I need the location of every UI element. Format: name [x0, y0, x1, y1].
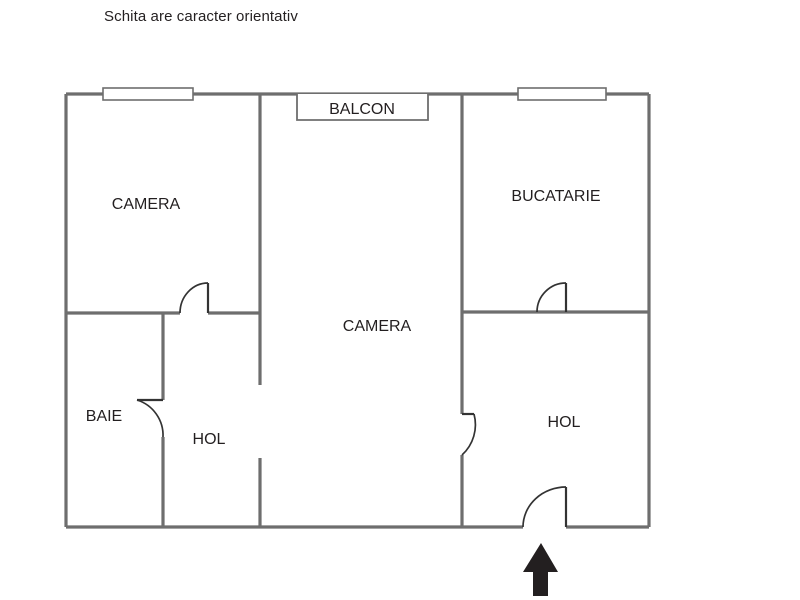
- balcony-outline: [296, 94, 429, 121]
- room-label-hol-right: HOL: [548, 414, 581, 431]
- door-arc-camera-top-left: [179, 282, 209, 314]
- room-label-hol-left: HOL: [193, 431, 226, 448]
- room-label-baie: BAIE: [86, 408, 122, 425]
- balcony: BALCON: [296, 94, 429, 121]
- door-bucatarie: [536, 282, 568, 313]
- page-title: Schita are caracter orientativ: [104, 8, 298, 25]
- door-arc-camera-center: [461, 413, 477, 456]
- room-labels: CAMERA BUCATARIE CAMERA BAIE HOL HOL: [86, 188, 601, 448]
- door-arc-entrance: [522, 486, 567, 528]
- entrance-arrow-shape: [523, 543, 558, 596]
- room-label-camera-top-left: CAMERA: [112, 196, 181, 213]
- window-bucatarie: [517, 87, 607, 101]
- door-camera-center-hol-right: [461, 412, 477, 456]
- door-entrance: [522, 486, 568, 528]
- door-camera-top-left: [179, 282, 210, 314]
- balcony-label: BALCON: [329, 101, 395, 118]
- interior-walls: [66, 94, 649, 527]
- doors: [136, 282, 568, 528]
- door-arc-bucatarie: [536, 282, 567, 313]
- door-arc-baie: [136, 399, 164, 438]
- room-label-bucatarie: BUCATARIE: [511, 188, 600, 205]
- door-baie: [136, 398, 164, 438]
- entrance-arrow: [523, 543, 558, 596]
- room-label-camera-center: CAMERA: [343, 318, 412, 335]
- window-camera-top-left: [102, 87, 194, 101]
- windows: [102, 87, 607, 101]
